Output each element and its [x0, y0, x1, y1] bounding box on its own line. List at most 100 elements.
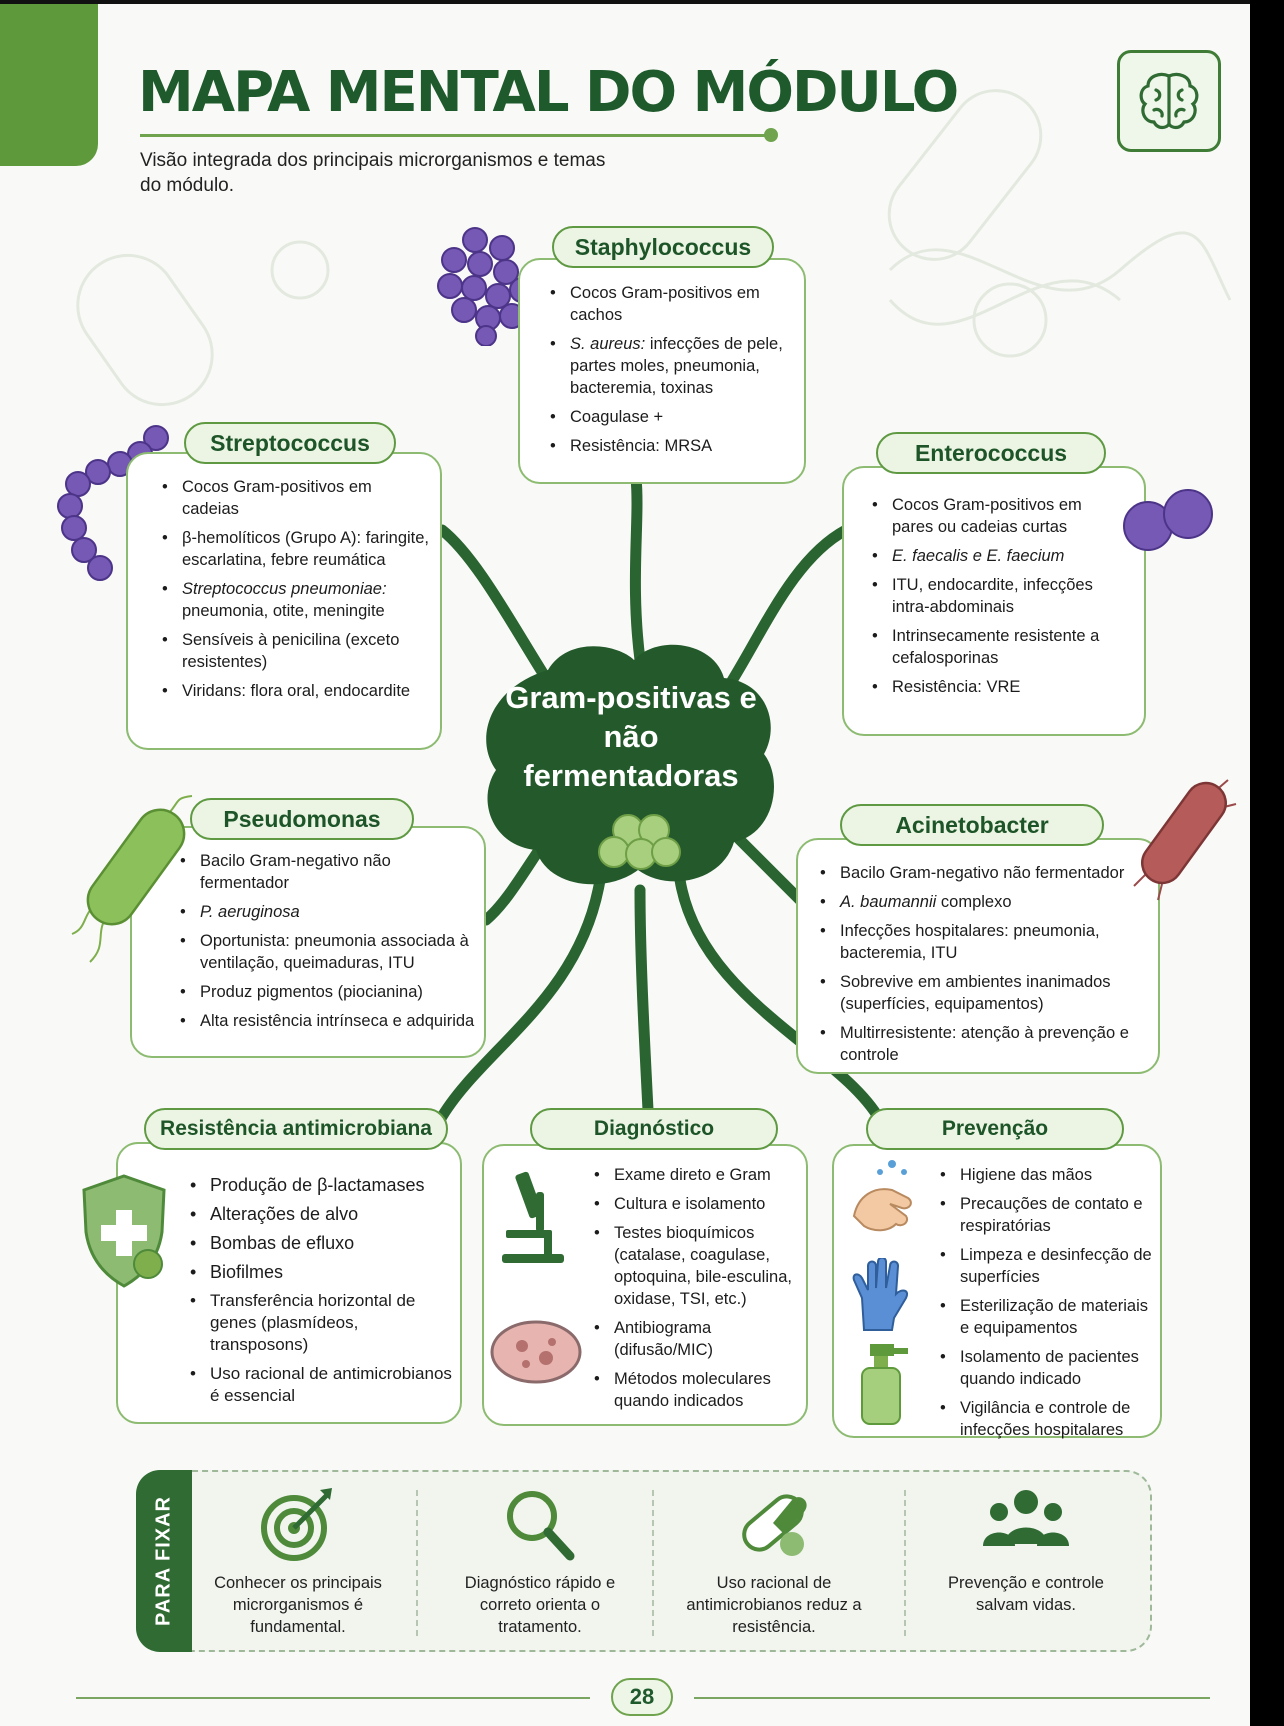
prev-item: Isolamento de pacientes quando indicado — [938, 1346, 1154, 1390]
entero-item: Cocos Gram-positivos em pares ou cadeias… — [870, 494, 1106, 538]
staphylococcus-box: Cocos Gram-positivos em cachos S. aureus… — [518, 258, 806, 484]
resist-item: Alterações de alvo — [188, 1203, 458, 1225]
enterococcus-title: Enterococcus — [876, 432, 1106, 474]
capsule-icon — [742, 1494, 807, 1556]
prev-item: Limpeza e desinfecção de superfícies — [938, 1244, 1154, 1288]
diag-item: Testes bioquímicos (catalase, coagulase,… — [592, 1222, 798, 1310]
acineto-item: Multirresistente: atenção à prevenção e … — [818, 1022, 1148, 1066]
diplococcus-icon — [1123, 489, 1213, 551]
people-icon — [983, 1490, 1069, 1546]
entero-item: E. faecalis e E. faecium — [870, 545, 1106, 567]
acinetobacter-box: Bacilo Gram-negativo não fermentador A. … — [796, 838, 1160, 1074]
prev-item: Precauções de contato e respiratórias — [938, 1193, 1154, 1237]
pseudo-item: Bacilo Gram-negativo não fermentador — [178, 850, 484, 894]
magnifier-icon — [507, 1491, 575, 1561]
handwashing-icon — [852, 1160, 912, 1232]
hub-cloud — [486, 644, 774, 885]
acinetobacter-title: Acinetobacter — [840, 804, 1104, 846]
header: MAPA MENTAL DO MÓDULO Visão integrada do… — [0, 0, 1250, 240]
acineto-item: Infecções hospitalares: pneumonia, bacte… — [818, 920, 1148, 964]
title-underline-dot — [764, 128, 778, 142]
pseudo-item: Oportunista: pneumonia associada à venti… — [178, 930, 484, 974]
resist-item: Uso racional de antimicrobianos é essenc… — [188, 1363, 458, 1407]
page-subtitle: Visão integrada dos principais microrgan… — [140, 150, 606, 196]
page-title: MAPA MENTAL DO MÓDULO — [138, 60, 959, 125]
pseudomonas-title: Pseudomonas — [190, 798, 414, 840]
bacillus-red-icon — [1133, 779, 1237, 901]
diag-item: Métodos moleculares quando indicados — [592, 1368, 798, 1412]
para-fixar-sidebar — [136, 1470, 192, 1652]
strep-item: Streptococcus pneumoniae: pneumonia, oti… — [160, 578, 430, 622]
entero-item: ITU, endocardite, infecções intra-abdomi… — [870, 574, 1106, 618]
entero-item: Resistência: VRE — [870, 676, 1106, 698]
para-fixar-text: Conhecer os principais microrganismos é … — [214, 1574, 382, 1636]
resist-item: Biofilmes — [188, 1261, 458, 1283]
diag-item: Cultura e isolamento — [592, 1193, 798, 1215]
petri-dish-icon — [490, 1320, 582, 1384]
prev-item: Vigilância e controle de infecções hospi… — [938, 1397, 1154, 1441]
hub-node: Gram-positivas e não fermentadoras — [478, 630, 784, 900]
strep-item: β-hemolíticos (Grupo A): faringite, esca… — [160, 527, 430, 571]
staph-item: S. aureus: infecções de pele, partes mol… — [548, 333, 798, 399]
diagnostico-title: Diagnóstico — [530, 1108, 778, 1150]
footer-line-right — [694, 1697, 1210, 1699]
spray-bottle-icon — [861, 1344, 908, 1425]
cocci-cluster-icon — [437, 227, 535, 346]
hub-label: Gram-positivas e não fermentadoras — [505, 680, 757, 793]
strep-item: Cocos Gram-positivos em cadeias — [160, 476, 430, 520]
acineto-item: Bacilo Gram-negativo não fermentador — [818, 862, 1148, 884]
bacillus-green-icon — [71, 795, 193, 963]
para-fixar-label: PARA FIXAR — [152, 1496, 175, 1626]
target-icon — [261, 1488, 332, 1561]
para-fixar-text: Diagnóstico rápido e correto orienta o t… — [464, 1574, 616, 1636]
diag-item: Antibiograma (difusão/MIC) — [592, 1317, 798, 1361]
top-border — [0, 0, 1250, 4]
acineto-item: A. baumannii complexo — [818, 891, 1148, 913]
glove-icon — [852, 1258, 908, 1331]
footer-line-left — [76, 1697, 590, 1699]
prevencao-title: Prevenção — [866, 1108, 1124, 1150]
page-number: 28 — [611, 1678, 673, 1716]
resistencia-title: Resistência antimicrobiana — [144, 1108, 448, 1150]
diagnostico-box: Exame direto e Gram Cultura e isolamento… — [482, 1144, 808, 1426]
diag-item: Exame direto e Gram — [592, 1164, 798, 1186]
prevencao-box: Higiene das mãos Precauções de contato e… — [832, 1144, 1162, 1441]
pseudomonas-box: Bacilo Gram-negativo não fermentador P. … — [130, 826, 486, 1058]
staph-item: Cocos Gram-positivos em cachos — [548, 282, 798, 326]
prev-item: Esterilização de materiais e equipamento… — [938, 1295, 1154, 1339]
pseudo-item: P. aeruginosa — [178, 901, 484, 923]
background-bacteria-decoration — [76, 89, 1232, 407]
resist-item: Bombas de efluxo — [188, 1232, 458, 1254]
page: MAPA MENTAL DO MÓDULO Visão integrada do… — [0, 0, 1250, 1726]
para-fixar-item: Prevenção e controle salvam vidas. — [924, 1480, 1128, 1650]
prev-item: Higiene das mãos — [938, 1164, 1154, 1186]
para-fixar-item: Uso racional de antimicrobianos reduz a … — [672, 1480, 876, 1650]
title-underline — [140, 134, 770, 137]
staph-item: Resistência: MRSA — [548, 435, 798, 457]
corner-accent — [0, 4, 98, 166]
staphylococcus-title: Staphylococcus — [552, 226, 774, 268]
resist-item: Produção de β-lactamases — [188, 1174, 458, 1196]
enterococcus-box: Cocos Gram-positivos em pares ou cadeias… — [842, 466, 1146, 736]
microscope-icon — [502, 1171, 564, 1263]
acineto-item: Sobrevive em ambientes inanimados (super… — [818, 971, 1148, 1015]
streptococcus-box: Cocos Gram-positivos em cadeias β-hemolí… — [126, 452, 442, 750]
para-fixar-text: Uso racional de antimicrobianos reduz a … — [686, 1574, 862, 1636]
resist-item: Transferência horizontal de genes (plasm… — [188, 1290, 458, 1356]
strep-item: Viridans: flora oral, endocardite — [160, 680, 430, 702]
shield-icon — [82, 1174, 166, 1288]
para-fixar-item: Conhecer os principais microrganismos é … — [196, 1480, 400, 1650]
staph-item: Coagulase + — [548, 406, 798, 428]
resistencia-box: Produção de β-lactamases Alterações de a… — [82, 1142, 462, 1424]
strep-item: Sensíveis à penicilina (exceto resistent… — [160, 629, 430, 673]
divider — [416, 1490, 418, 1636]
para-fixar-item: Diagnóstico rápido e correto orienta o t… — [440, 1480, 640, 1650]
pseudo-item: Produz pigmentos (piocianina) — [178, 981, 484, 1003]
pseudo-item: Alta resistência intrínseca e adquirida — [178, 1010, 484, 1032]
divider — [904, 1490, 906, 1636]
entero-item: Intrinsecamente resistente a cefalospori… — [870, 625, 1106, 669]
brain-icon — [1117, 50, 1221, 152]
para-fixar-text: Prevenção e controle salvam vidas. — [948, 1574, 1104, 1614]
divider — [652, 1490, 654, 1636]
streptococcus-title: Streptococcus — [184, 422, 396, 464]
